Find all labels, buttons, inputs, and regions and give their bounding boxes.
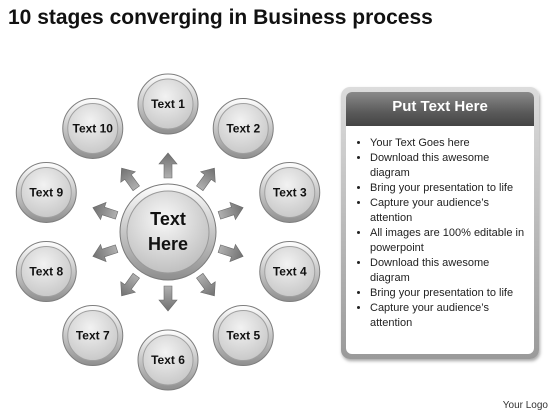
outward-arrow: [120, 272, 140, 297]
bullet-item: Capture your audience’s attention: [370, 196, 530, 226]
bullet-item: Download this awesome diagram: [370, 151, 530, 181]
outward-arrow: [196, 167, 216, 192]
stage-label: Text 7: [76, 329, 110, 343]
stage-node: Text 3: [259, 161, 321, 223]
hub-label-line2: Here: [148, 234, 188, 254]
stage-node: Text 8: [15, 241, 77, 303]
stage-label: Text 10: [73, 121, 114, 135]
bullet-item: Your Text Goes here: [370, 136, 530, 151]
stage-label: Text 9: [29, 185, 63, 199]
bullet-item: Bring your presentation to life: [370, 286, 530, 301]
outward-arrow: [217, 201, 244, 221]
stage-label: Text 6: [151, 353, 185, 367]
page-title: 10 stages converging in Business process: [8, 6, 433, 29]
outward-arrow: [92, 201, 119, 221]
text-panel-body: Put Text Here Your Text Goes here Downlo…: [346, 92, 534, 354]
stage-label: Text 5: [226, 329, 260, 343]
stage-node: Text 10: [62, 97, 124, 159]
cycle-diagram: Text 1 Text 2 Text 3 Text 4 Text 5 Text 6 Text…: [15, 73, 321, 391]
stage-label: Text 3: [273, 185, 307, 199]
stage-node: Text 6: [137, 329, 199, 391]
hub-label-line1: Text: [150, 209, 186, 229]
stage-node: Text 9: [15, 161, 77, 223]
outward-arrow: [92, 243, 119, 263]
stage-node: Text 7: [62, 305, 124, 367]
stage-node: Text 2: [212, 97, 274, 159]
footer-logo-text: Your Logo: [502, 400, 548, 411]
stage-label: Text 8: [29, 265, 63, 279]
outward-arrow: [158, 152, 178, 179]
hub-circle: Text Here: [119, 183, 217, 281]
bullet-item: Capture your audience’s attention: [370, 301, 530, 331]
stage-node: Text 4: [259, 241, 321, 303]
stage-label: Text 4: [273, 265, 307, 279]
stage-label: Text 1: [151, 97, 185, 111]
outward-arrow: [120, 167, 140, 192]
outward-arrow: [196, 272, 216, 297]
stage-label: Text 2: [226, 121, 260, 135]
stage-node: Text 5: [212, 305, 274, 367]
outward-arrow: [158, 285, 178, 312]
bullet-item: All images are 100% editable in powerpoi…: [370, 226, 530, 256]
panel-heading: Put Text Here: [346, 92, 534, 126]
bullet-item: Download this awesome diagram: [370, 256, 530, 286]
text-panel: Put Text Here Your Text Goes here Downlo…: [341, 87, 539, 359]
stage-node: Text 1: [137, 73, 199, 135]
outward-arrow: [217, 243, 244, 263]
bullet-item: Bring your presentation to life: [370, 181, 530, 196]
bullet-list: Your Text Goes here Download this awesom…: [354, 136, 530, 331]
